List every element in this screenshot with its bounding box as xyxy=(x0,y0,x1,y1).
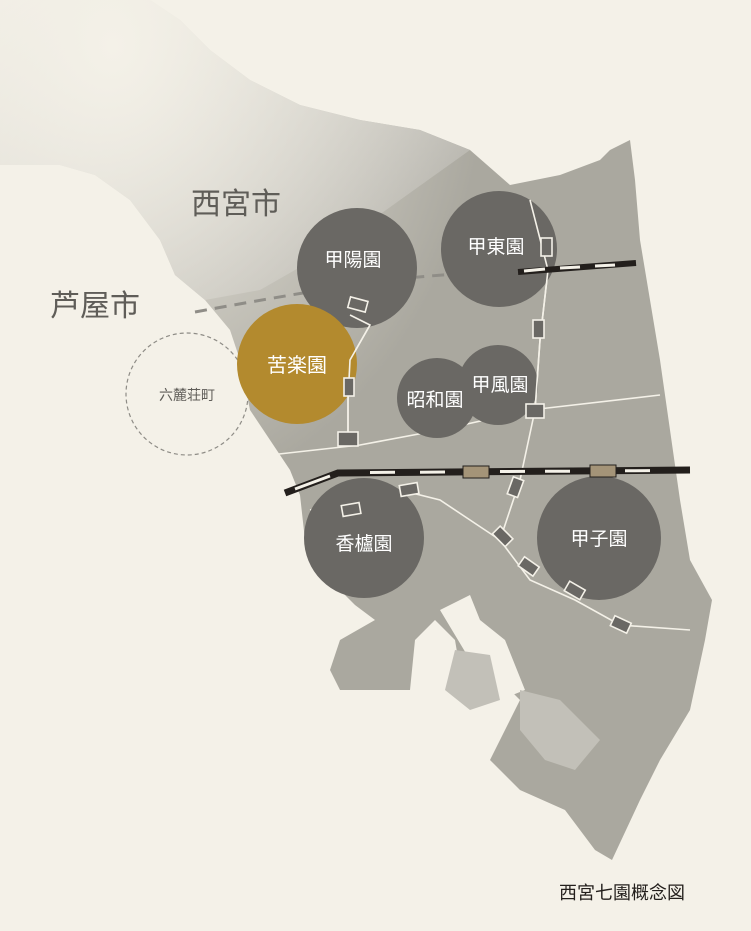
kofuen-circle[interactable] xyxy=(458,345,538,425)
station-kuruwa[interactable] xyxy=(491,524,515,548)
label-kofuen: 甲風園 xyxy=(471,374,528,396)
station-shukugawa[interactable] xyxy=(337,431,359,447)
station-koyoen[interactable] xyxy=(346,295,369,314)
label-showaen: 昭和園 xyxy=(406,389,463,411)
kurakuen-circle[interactable] xyxy=(237,304,357,424)
kororen-circle[interactable] xyxy=(304,478,424,598)
label-rokurokusoucho: 六麓荘町 xyxy=(159,388,215,404)
station-kurakuenguchi[interactable] xyxy=(343,377,355,397)
rail-upper xyxy=(517,260,637,275)
label-kororen: 香櫨園 xyxy=(335,533,392,555)
label-koyoen: 甲陽園 xyxy=(324,249,381,271)
station-naruo[interactable] xyxy=(517,555,541,578)
station-kororen-2[interactable] xyxy=(398,481,420,498)
station-kororen[interactable] xyxy=(340,501,362,518)
label-koshien: 甲子園 xyxy=(570,528,627,550)
station-mondoyakujin[interactable] xyxy=(532,319,545,339)
label-kotoen: 甲東園 xyxy=(467,236,524,258)
water-channel-1 xyxy=(440,595,525,700)
station-nigawa[interactable] xyxy=(525,403,545,419)
stations xyxy=(337,237,633,635)
station-main-1[interactable] xyxy=(462,465,490,479)
rail-main xyxy=(283,466,691,497)
station-koshien-2[interactable] xyxy=(609,614,633,635)
water-channel-3 xyxy=(445,650,500,710)
label-kurakuen: 苦楽園 xyxy=(267,353,327,377)
kotoen-circle[interactable] xyxy=(441,191,557,307)
inner-lines xyxy=(347,199,549,440)
label-ashiya: 芦屋市 xyxy=(50,289,140,324)
water-channel-2 xyxy=(520,690,600,770)
station-imazu-line[interactable] xyxy=(506,475,525,499)
station-kotoen[interactable] xyxy=(540,237,553,257)
map-caption: 西宮七園概念図 xyxy=(559,882,685,904)
station-main-2[interactable] xyxy=(589,464,617,478)
showaen-circle[interactable] xyxy=(397,358,477,438)
koyoen-circle[interactable] xyxy=(297,208,417,328)
koshien-circle[interactable] xyxy=(537,476,661,600)
station-koshien-rail[interactable] xyxy=(563,580,587,601)
label-nishinomiya: 西宮市 xyxy=(191,187,281,222)
